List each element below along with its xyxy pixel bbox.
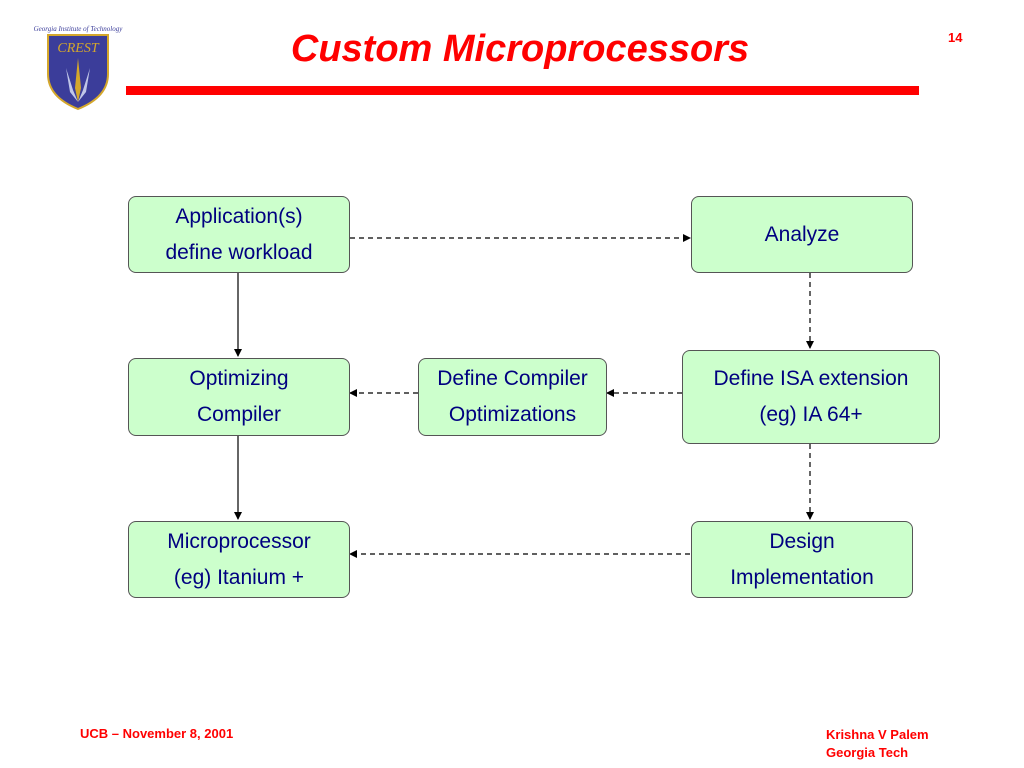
node-define-isa-line2: (eg) IA 64+	[759, 403, 863, 426]
page-number: 14	[948, 30, 963, 45]
node-analyze: Analyze	[691, 196, 913, 273]
node-define-compiler-line1: Define Compiler	[437, 367, 588, 390]
node-design-line1: Design	[769, 529, 835, 553]
node-optimizing-compiler: Optimizing Compiler	[128, 358, 350, 436]
node-microprocessor-line1: Microprocessor	[167, 529, 311, 553]
node-define-isa: Define ISA extension (eg) IA 64+	[682, 350, 940, 444]
node-design-line2: Implementation	[730, 565, 874, 589]
logo-crest-text: CREST	[57, 41, 99, 56]
logo-spire	[75, 58, 81, 102]
node-optimizing-compiler-line2: Compiler	[196, 403, 282, 426]
node-microprocessor: Microprocessor (eg) Itanium +	[128, 521, 350, 598]
node-define-isa-line1: Define ISA extension	[713, 367, 909, 390]
logo-institute-text: Georgia Institute of Technology	[34, 25, 124, 33]
title-underline	[126, 86, 919, 95]
footer-author-affiliation: Georgia Tech	[826, 745, 909, 760]
node-define-compiler: Define Compiler Optimizations	[418, 358, 607, 436]
node-application-line2: define workload	[165, 240, 313, 264]
node-design: Design Implementation	[691, 521, 913, 598]
node-optimizing-compiler-line1: Optimizing	[189, 367, 289, 390]
node-analyze-line1: Analyze	[764, 222, 840, 246]
footer-author: Krishna V Palem Georgia Tech	[826, 726, 929, 762]
node-microprocessor-line2: (eg) Itanium +	[173, 565, 305, 589]
node-define-compiler-line2: Optimizations	[448, 403, 577, 426]
slide-title: Custom Microprocessors	[290, 28, 750, 70]
crest-logo: Georgia Institute of Technology CREST	[34, 25, 124, 111]
footer-date: UCB – November 8, 2001	[80, 726, 234, 741]
footer-author-name: Krishna V Palem	[826, 727, 929, 742]
node-application: Application(s) define workload	[128, 196, 350, 273]
node-application-line1: Application(s)	[175, 204, 303, 228]
logo-wings	[66, 68, 90, 102]
